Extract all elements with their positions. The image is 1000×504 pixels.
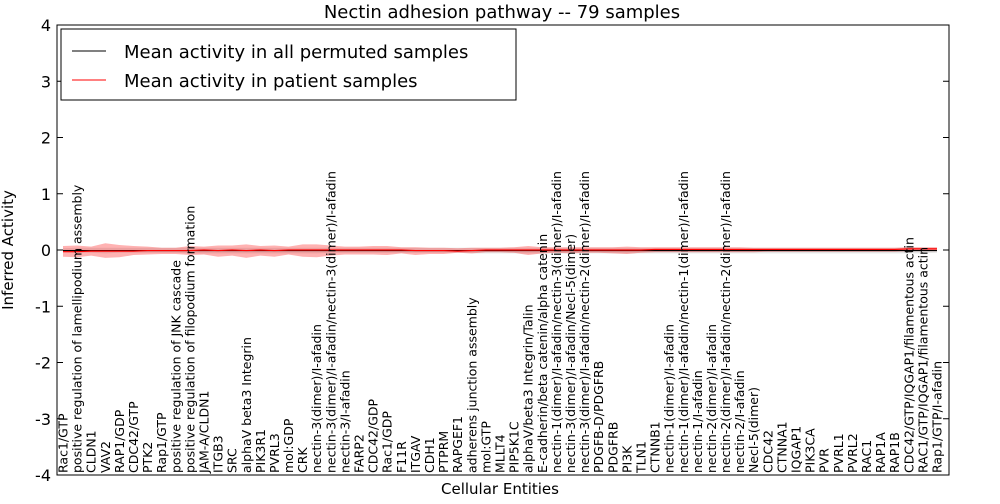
y-tick-label: 0 xyxy=(41,241,51,260)
x-tick-label: TLN1 xyxy=(633,441,648,474)
x-tick-label: CRK xyxy=(295,447,310,473)
x-tick-label: nectin-1(dimer)/I-afadin/nectin-3(dimer)… xyxy=(549,171,564,473)
legend: Mean activity in all permuted samples Me… xyxy=(60,28,517,101)
x-tick-label: PTK2 xyxy=(140,442,155,473)
x-tick-label: CDC42/GTP xyxy=(126,401,141,473)
x-tick-label: nectin-2(dimer)/I-afadin/nectin-2(dimer)… xyxy=(718,171,733,473)
x-tick-label: nectin-3(dimer)/I-afadin/nectin-3(dimer)… xyxy=(323,171,338,473)
x-tick-label: F11R xyxy=(394,441,409,473)
x-tick-label: CTNNA1 xyxy=(774,421,789,473)
legend-frame xyxy=(60,28,517,101)
x-tick-label: PIK3R1 xyxy=(253,429,268,473)
y-tick-label: 1 xyxy=(41,185,51,204)
x-tick-label: nectin-3(dimer)/I-afadin/nectin-2(dimer)… xyxy=(577,171,592,473)
x-tick-label: RAP1B xyxy=(887,432,902,473)
x-tick-label: ITGB3 xyxy=(211,435,226,473)
x-tick-label: nectin-1(dimer)/I-afadin xyxy=(662,324,677,473)
x-tick-label: positive regulation of lamellipodium ass… xyxy=(70,184,85,473)
x-tick-label: E-cadherin/beta catenin/alpha catenin xyxy=(535,234,550,473)
x-tick-label: PVRL3 xyxy=(267,433,282,473)
x-tick-label: RAP1A xyxy=(873,432,888,473)
x-tick-label: positive regulation of filopodium format… xyxy=(182,206,197,473)
x-tick-label: CLDN1 xyxy=(84,430,99,473)
y-tick-label: -2 xyxy=(35,354,51,373)
x-tick-label: PIK3CA xyxy=(803,428,818,473)
y-axis-label: Inferred Activity xyxy=(0,190,17,310)
x-tick-label: CTNNB1 xyxy=(648,421,663,473)
x-tick-label: nectin-1/I-afadin xyxy=(690,370,705,473)
x-tick-label: nectin-3(dimer)/I-afadin xyxy=(309,324,324,473)
x-tick-label: positive regulation of JNK cascade xyxy=(168,260,183,473)
x-tick-label: CDC42 xyxy=(760,430,775,473)
x-tick-label: nectin-2/I-afadin xyxy=(732,370,747,473)
x-tick-label: Rac1/GDP xyxy=(380,411,395,473)
x-tick-label: PI3K xyxy=(619,445,634,473)
x-tick-label: adherens junction assembly xyxy=(464,297,479,473)
y-tick-label: -1 xyxy=(35,297,51,316)
x-tick-label: PTPRM xyxy=(436,431,451,473)
x-axis-label: Cellular Entities xyxy=(441,480,559,498)
series-line-1 xyxy=(63,248,937,253)
chart-title: Nectin adhesion pathway -- 79 samples xyxy=(324,2,680,23)
x-tick-label: PIP5K1C xyxy=(507,421,522,473)
x-tick-label: RAC1 xyxy=(859,440,874,473)
x-tick-label: Necl-5(dimer) xyxy=(746,387,761,473)
y-tick-label: 4 xyxy=(41,16,51,35)
x-tick-label: Rap1/GTP/I-afadin xyxy=(930,361,945,473)
y-tick-label: 2 xyxy=(41,129,51,148)
x-tick-label: mol:GDP xyxy=(281,418,296,473)
x-tick-label: CDH1 xyxy=(422,437,437,473)
legend-label-permuted: Mean activity in all permuted samples xyxy=(124,42,468,63)
x-tick-label: PDGFB-D/PDGFRB xyxy=(591,361,606,473)
x-tick-label: RAP1/GDP xyxy=(112,409,127,473)
x-tick-label: mol:GTP xyxy=(478,421,493,473)
x-tick-label: nectin-3(dimer)/I-afadin/Necl-5(dimer) xyxy=(563,234,578,473)
x-tick-label: MLLT4 xyxy=(493,434,508,473)
y-tick-label: 3 xyxy=(41,72,51,91)
x-tick-label: nectin-3/I-afadin xyxy=(337,370,352,473)
x-tick-label: IQGAP1 xyxy=(789,426,804,473)
x-tick-label: RAPGEF1 xyxy=(450,416,465,473)
x-tick-label: Rap1/GTP xyxy=(154,412,169,473)
x-tick-label: CDC42/GTP/IQGAP1/filamentous actin xyxy=(901,237,916,473)
x-tick-label: PVRL2 xyxy=(845,433,860,473)
x-tick-label: ITGAV xyxy=(408,435,423,473)
x-tick-label: PDGFRB xyxy=(605,422,620,473)
y-tick-label: -4 xyxy=(35,466,51,485)
x-tick-label: FARP2 xyxy=(352,434,367,473)
series-lines xyxy=(63,248,937,253)
x-tick-label: Rac1/GTP xyxy=(56,413,71,473)
legend-label-patient: Mean activity in patient samples xyxy=(124,71,418,92)
x-tick-label: CDC42/GDP xyxy=(366,398,381,473)
x-tick-label: alphaV beta3 Integrin xyxy=(239,337,254,473)
x-tick-label: JAM-A/CLDN1 xyxy=(196,391,211,474)
x-tick-label: PVRL1 xyxy=(831,433,846,473)
y-tick-label: -3 xyxy=(35,410,51,429)
x-tick-label: VAV2 xyxy=(98,441,113,473)
x-tick-label: RAC1/GTP/IQGAP1/filamentous actin xyxy=(915,247,930,473)
x-tick-label: alphaV/beta3 Integrin/Talin xyxy=(521,305,536,474)
x-tick-label: SRC xyxy=(225,448,240,473)
x-tick-label: nectin-2(dimer)/I-afadin xyxy=(704,324,719,473)
x-tick-label: nectin-1(dimer)/I-afadin/nectin-1(dimer)… xyxy=(676,171,691,473)
y-axis-ticks: -4 -3 -2 -1 0 1 2 3 4 xyxy=(35,16,949,485)
x-tick-label: PVR xyxy=(817,448,832,473)
plot-frame xyxy=(56,24,950,476)
